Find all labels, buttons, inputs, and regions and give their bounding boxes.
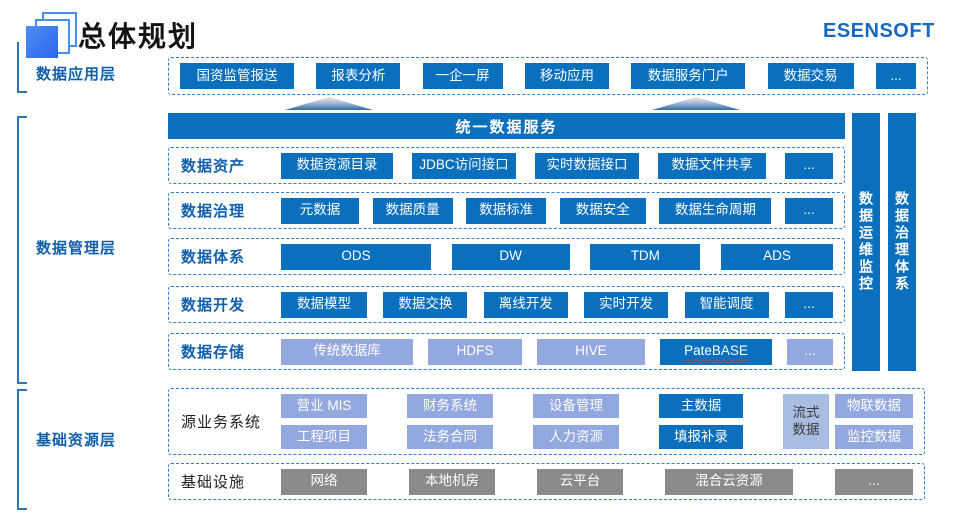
source-item: 法务合同 (407, 425, 493, 449)
source-item: 工程项目 (281, 425, 367, 449)
mgmt-item: 传统数据库 (281, 338, 413, 365)
mgmt-row-data-assets: 数据资产 数据资源目录 JDBC访问接口 实时数据接口 数据文件共享 ... (168, 147, 845, 184)
sidebar-ops-monitoring: 数据运维监控 (852, 113, 880, 371)
logo-mark-icon (26, 11, 82, 63)
infra-item-more: ... (835, 468, 913, 495)
mgmt-item: 数据模型 (281, 291, 367, 318)
app-item: 数据服务门户 (631, 63, 746, 89)
up-arrow-icon (652, 97, 740, 110)
row-label: 数据存储 (181, 344, 246, 361)
source-item: 财务系统 (407, 394, 493, 418)
base-layer-label: 基础资源层 (36, 432, 117, 449)
source-item: 填报补录 (659, 425, 743, 449)
base-layer-bracket (17, 389, 27, 510)
infrastructure-label: 基础设施 (181, 474, 246, 491)
infrastructure-items: 网络 本地机房 云平台 混合云资源 ... (281, 468, 913, 495)
mgmt-item: 智能调度 (684, 291, 769, 318)
source-item: 物联数据 (835, 394, 913, 418)
app-item: 移动应用 (524, 63, 609, 89)
app-item-more: ... (875, 63, 916, 89)
mgmt-item: JDBC访问接口 (412, 152, 516, 179)
up-arrow-icon (285, 97, 373, 110)
source-item-stream: 流式数据 (783, 394, 829, 449)
mgmt-item: DW (451, 243, 570, 270)
logo-filled-square (26, 26, 58, 58)
app-item: 一企一屏 (422, 63, 503, 89)
infra-item: 本地机房 (409, 468, 495, 495)
brand-logo: ESENSOFT (823, 20, 935, 42)
page-title: 总体规划 (78, 21, 199, 52)
sidebar-governance-system: 数据治理体系 (888, 113, 916, 371)
mgmt-item: 数据资源目录 (281, 152, 393, 179)
source-systems-grid: 营业 MIS 工程项目 财务系统 法务合同 设备管理 人力资源 主数据 填报补录… (281, 394, 913, 449)
mgmt-item: PateBASE (660, 338, 772, 365)
mgmt-item-more: ... (785, 152, 833, 179)
source-col: 设备管理 人力资源 (533, 394, 619, 449)
row-items: 传统数据库 HDFS HIVE PateBASE ... (281, 338, 833, 365)
mgmt-item-more: ... (784, 197, 833, 224)
mgmt-row-data-development: 数据开发 数据模型 数据交换 离线开发 实时开发 智能调度 ... (168, 286, 845, 323)
mgmt-item: 元数据 (281, 197, 359, 224)
row-label: 数据体系 (181, 249, 246, 266)
app-item: 国资监管报送 (180, 63, 294, 89)
mgmt-item: HIVE (537, 338, 645, 365)
mgmt-item: 数据安全 (559, 197, 646, 224)
infra-item: 云平台 (537, 468, 623, 495)
infra-item: 混合云资源 (665, 468, 793, 495)
source-systems-label: 源业务系统 (181, 414, 262, 431)
source-col-group: 流式数据 物联数据 监控数据 (783, 394, 913, 449)
mgmt-item: 实时数据接口 (535, 152, 639, 179)
source-item: 营业 MIS (281, 394, 367, 418)
source-col: 财务系统 法务合同 (407, 394, 493, 449)
mgmt-item: ODS (281, 243, 431, 270)
row-label: 数据资产 (181, 158, 246, 175)
mgmt-row-data-governance: 数据治理 元数据 数据质量 数据标准 数据安全 数据生命周期 ... (168, 192, 845, 229)
mgmt-row-data-system: 数据体系 ODS DW TDM ADS (168, 238, 845, 275)
mgmt-item: 实时开发 (584, 291, 669, 318)
mgmt-item: 数据标准 (466, 197, 547, 224)
mgmt-item: 数据生命周期 (659, 197, 772, 224)
mgmt-item: 离线开发 (483, 291, 568, 318)
infrastructure-box: 基础设施 网络 本地机房 云平台 混合云资源 ... (168, 463, 925, 500)
mgmt-layer-label: 数据管理层 (36, 240, 117, 257)
row-items: 元数据 数据质量 数据标准 数据安全 数据生命周期 ... (281, 197, 833, 224)
source-col: 主数据 填报补录 (659, 394, 743, 449)
mgmt-item-more: ... (784, 291, 833, 318)
source-col: 营业 MIS 工程项目 (281, 394, 367, 449)
row-items: 数据模型 数据交换 离线开发 实时开发 智能调度 ... (281, 291, 833, 318)
app-layer-bracket (17, 42, 27, 93)
source-item: 主数据 (659, 394, 743, 418)
app-layer-box: 国资监管报送 报表分析 一企一屏 移动应用 数据服务门户 数据交易 ... (168, 57, 928, 95)
row-items: 数据资源目录 JDBC访问接口 实时数据接口 数据文件共享 ... (281, 152, 833, 179)
mgmt-layer-bracket (17, 116, 27, 384)
source-col: 物联数据 监控数据 (835, 394, 913, 449)
source-systems-box: 源业务系统 营业 MIS 工程项目 财务系统 法务合同 设备管理 人力资源 主数… (168, 388, 925, 455)
mgmt-row-data-storage: 数据存储 传统数据库 HDFS HIVE PateBASE ... (168, 333, 845, 370)
app-layer-label: 数据应用层 (36, 66, 117, 83)
source-item: 监控数据 (835, 425, 913, 449)
source-item: 人力资源 (533, 425, 619, 449)
mgmt-item: ADS (720, 243, 833, 270)
mgmt-item: 数据质量 (372, 197, 453, 224)
mgmt-item-more: ... (787, 338, 833, 365)
row-label: 数据开发 (181, 297, 246, 314)
app-item: 数据交易 (767, 63, 854, 89)
infra-item: 网络 (281, 468, 367, 495)
row-label: 数据治理 (181, 203, 246, 220)
unified-data-service-banner: 统一数据服务 (168, 113, 845, 139)
mgmt-item: 数据交换 (383, 291, 468, 318)
source-item: 设备管理 (533, 394, 619, 418)
mgmt-item: 数据文件共享 (658, 152, 766, 179)
row-items: ODS DW TDM ADS (281, 243, 833, 270)
mgmt-item: HDFS (428, 338, 522, 365)
app-item: 报表分析 (316, 63, 401, 89)
mgmt-item: TDM (590, 243, 701, 270)
